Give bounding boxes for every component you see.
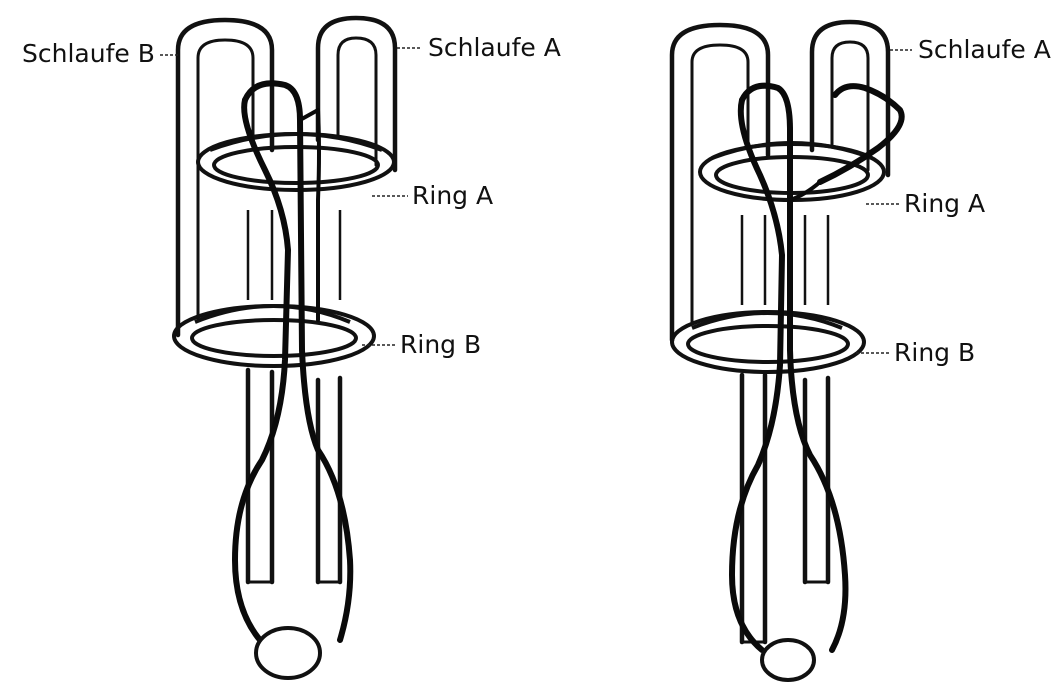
left-loop-b: [178, 20, 272, 582]
right-ring-b: [672, 312, 864, 372]
left-label-ring-b: Ring B: [400, 330, 481, 359]
right-label-ring-a-group: Ring A: [866, 189, 985, 218]
left-label-ring-a: Ring A: [412, 181, 493, 210]
left-label-ring-b-group: Ring B: [362, 330, 481, 359]
right-loop-a: [805, 22, 888, 582]
right-label-ring-a: Ring A: [904, 189, 985, 218]
left-label-schlaufe-a-group: Schlaufe A: [397, 33, 561, 62]
left-label-schlaufe-b-group: Schlaufe B: [22, 39, 178, 68]
right-loop-b: [672, 25, 768, 642]
left-knot-ball: [256, 628, 320, 678]
right-label-ring-b-group: Ring B: [856, 338, 975, 367]
right-figure: Schlaufe A Ring A Ring B: [672, 22, 1051, 680]
left-label-schlaufe-b: Schlaufe B: [22, 39, 155, 68]
left-ring-a: [198, 134, 394, 190]
right-label-schlaufe-a: Schlaufe A: [918, 35, 1051, 64]
right-knot-ball: [762, 640, 814, 680]
right-label-ring-b: Ring B: [894, 338, 975, 367]
left-label-ring-a-group: Ring A: [372, 181, 493, 210]
left-figure: Schlaufe B Schlaufe A Ring A Ring B: [22, 18, 561, 678]
left-ring-b: [174, 306, 374, 366]
right-label-schlaufe-a-group: Schlaufe A: [890, 35, 1051, 64]
left-loop-a: [318, 18, 395, 582]
left-label-schlaufe-a: Schlaufe A: [428, 33, 561, 62]
